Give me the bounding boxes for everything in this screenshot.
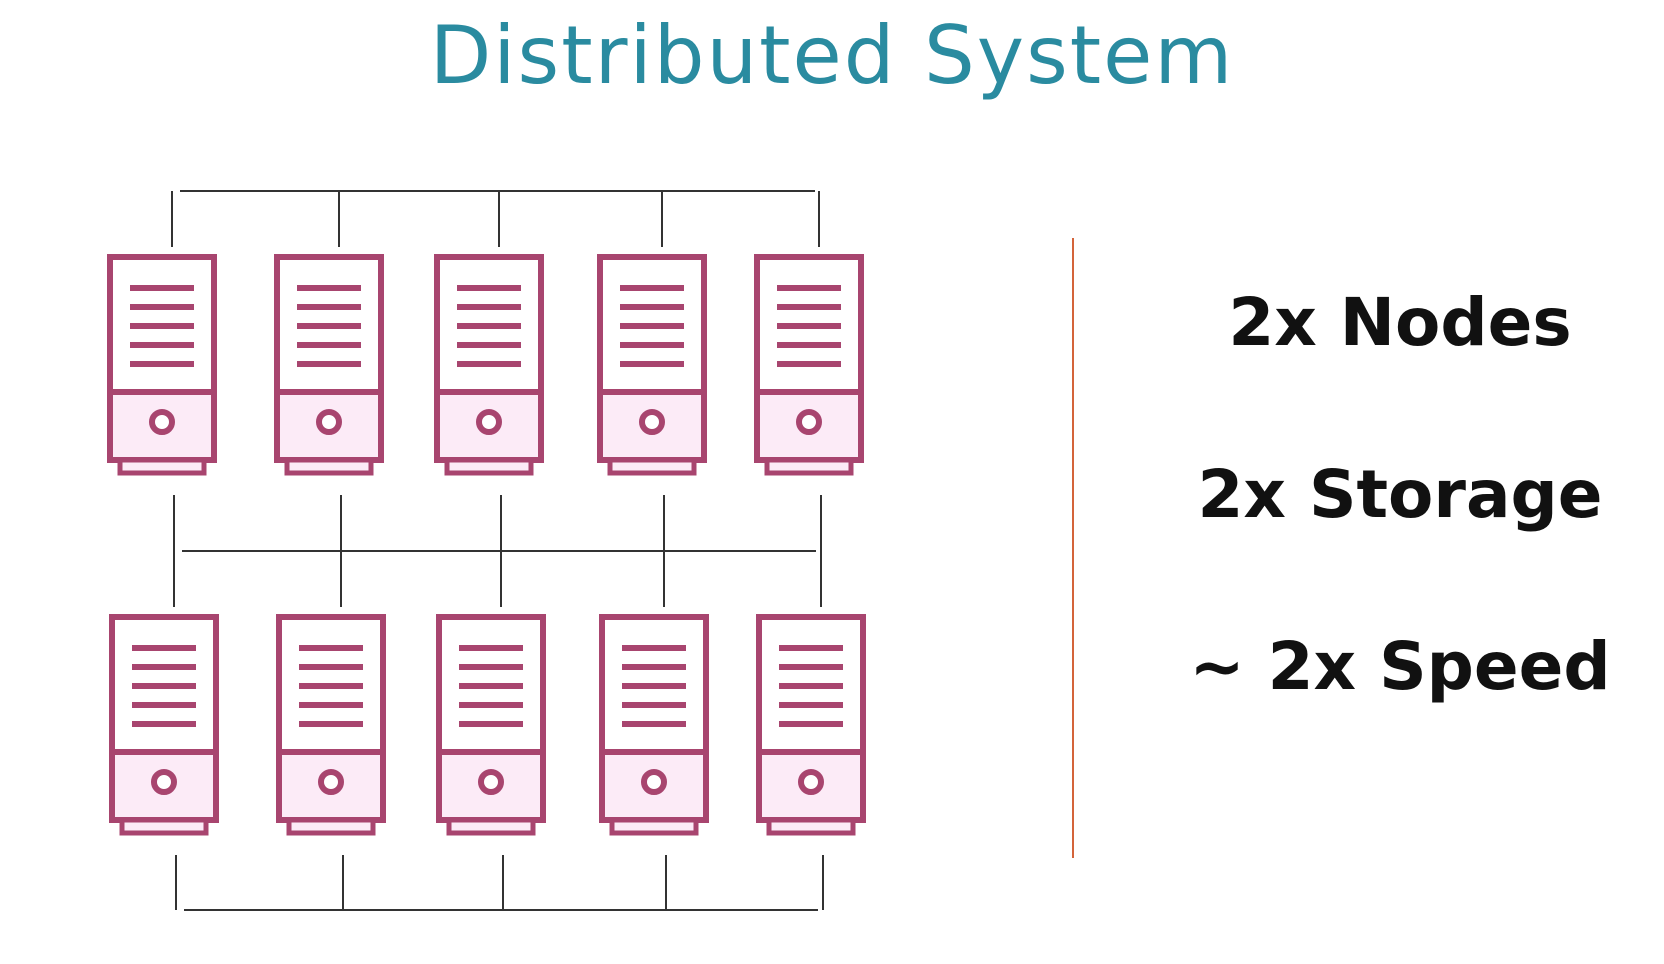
server-foot	[444, 457, 534, 476]
power-button-icon	[478, 769, 504, 795]
server-base	[107, 389, 217, 463]
server-icon	[436, 614, 546, 836]
power-button-icon	[641, 769, 667, 795]
server-body	[276, 614, 386, 755]
stat-storage: 2x Storage	[1197, 456, 1603, 533]
page-title: Distributed System	[429, 9, 1235, 102]
server-icon	[597, 254, 707, 476]
power-button-icon	[318, 769, 344, 795]
server-icon	[109, 614, 219, 836]
server-icon	[434, 254, 544, 476]
server-foot	[284, 457, 374, 476]
stat-speed: ~ 2x Speed	[1189, 628, 1611, 705]
stat-nodes: 2x Nodes	[1228, 284, 1572, 361]
power-button-icon	[798, 769, 824, 795]
server-foot	[766, 817, 856, 836]
server-icon	[754, 254, 864, 476]
power-button-icon	[316, 409, 342, 435]
server-foot	[607, 457, 697, 476]
power-button-icon	[796, 409, 822, 435]
server-icon	[276, 614, 386, 836]
power-button-icon	[639, 409, 665, 435]
server-icon	[756, 614, 866, 836]
power-button-icon	[151, 769, 177, 795]
power-button-icon	[149, 409, 175, 435]
server-foot	[119, 817, 209, 836]
server-icon	[599, 614, 709, 836]
server-icon	[274, 254, 384, 476]
connector-lines	[171, 190, 824, 911]
server-foot	[764, 457, 854, 476]
power-button-icon	[476, 409, 502, 435]
server-foot	[446, 817, 536, 836]
server-foot	[117, 457, 207, 476]
divider-line	[1072, 238, 1074, 858]
server-foot	[286, 817, 376, 836]
server-icon	[107, 254, 217, 476]
server-foot	[609, 817, 699, 836]
